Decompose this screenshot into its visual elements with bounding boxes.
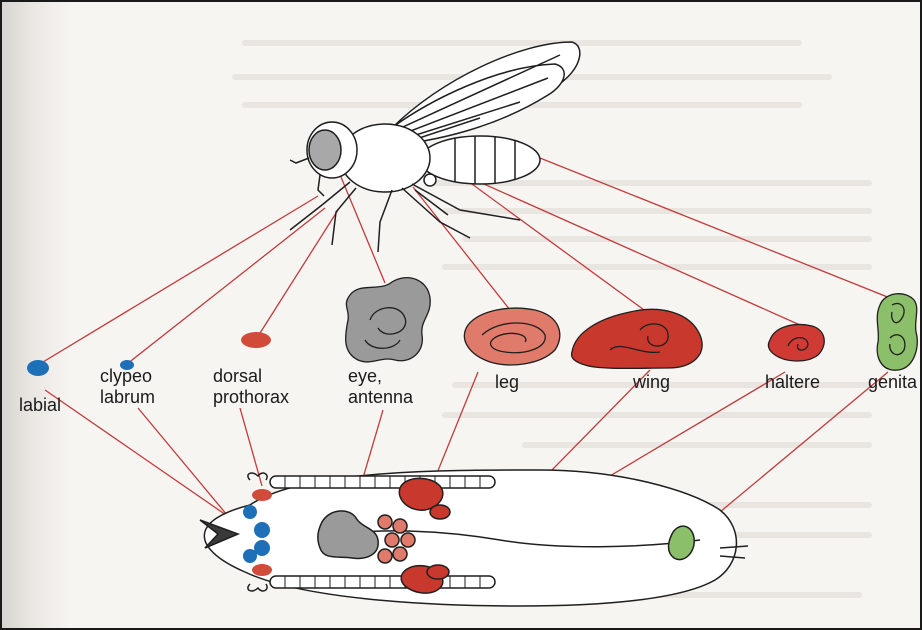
larva-disc-haltere-lower	[427, 565, 449, 579]
fly-haltere-knob	[424, 174, 436, 186]
label-wing: wing	[633, 372, 670, 393]
label-eye-line2: antenna	[348, 387, 413, 408]
larva-illustration	[200, 470, 748, 606]
label-labial: labial	[19, 395, 61, 416]
label-genital: genita	[868, 372, 917, 393]
larva-disc-labial-left	[243, 505, 257, 519]
label-eye-antenna: eye, antenna	[348, 366, 413, 408]
label-clypeo-labrum: clypeo labrum	[100, 366, 155, 408]
disc-wing	[572, 309, 703, 368]
label-leg: leg	[495, 372, 519, 393]
fly-compound-eye	[309, 130, 341, 170]
fly-proboscis	[318, 175, 324, 196]
label-dorsal-prothorax: dorsal prothorax	[213, 366, 289, 408]
disc-labial	[27, 360, 49, 376]
label-eye-line1: eye,	[348, 366, 413, 387]
fly-abdomen	[420, 136, 540, 184]
larva-disc-haltere-upper	[430, 505, 450, 519]
connector-clypeo-top	[127, 208, 325, 364]
disc-eye-antenna	[346, 278, 431, 362]
larva-disc-dorsal-lower	[252, 564, 272, 576]
connector-genital-top	[530, 154, 890, 298]
larva-anterior-spiracle-lower	[248, 584, 267, 591]
label-dorsal-line2: prothorax	[213, 387, 289, 408]
larva-anterior-spiracle-upper	[248, 473, 267, 480]
adult-fly-illustration	[290, 42, 580, 252]
label-clypeo-line2: labrum	[100, 387, 155, 408]
imaginal-discs	[27, 278, 917, 376]
label-dorsal-line1: dorsal	[213, 366, 289, 387]
connector-labial-top	[38, 196, 318, 365]
larva-disc-dorsal-upper	[252, 489, 272, 501]
larva-trachea-upper	[270, 476, 495, 488]
disc-haltere	[768, 325, 824, 361]
label-haltere: haltere	[765, 372, 820, 393]
disc-genital	[877, 294, 917, 370]
fly-antenna	[290, 158, 309, 163]
label-clypeo-line1: clypeo	[100, 366, 155, 387]
fly-legs	[290, 182, 520, 252]
larva-disc-clypeo-left	[243, 549, 257, 563]
larva-disc-labial	[254, 522, 270, 538]
disc-dorsal-prothorax	[241, 332, 271, 348]
larva-trachea-lower	[270, 576, 495, 588]
